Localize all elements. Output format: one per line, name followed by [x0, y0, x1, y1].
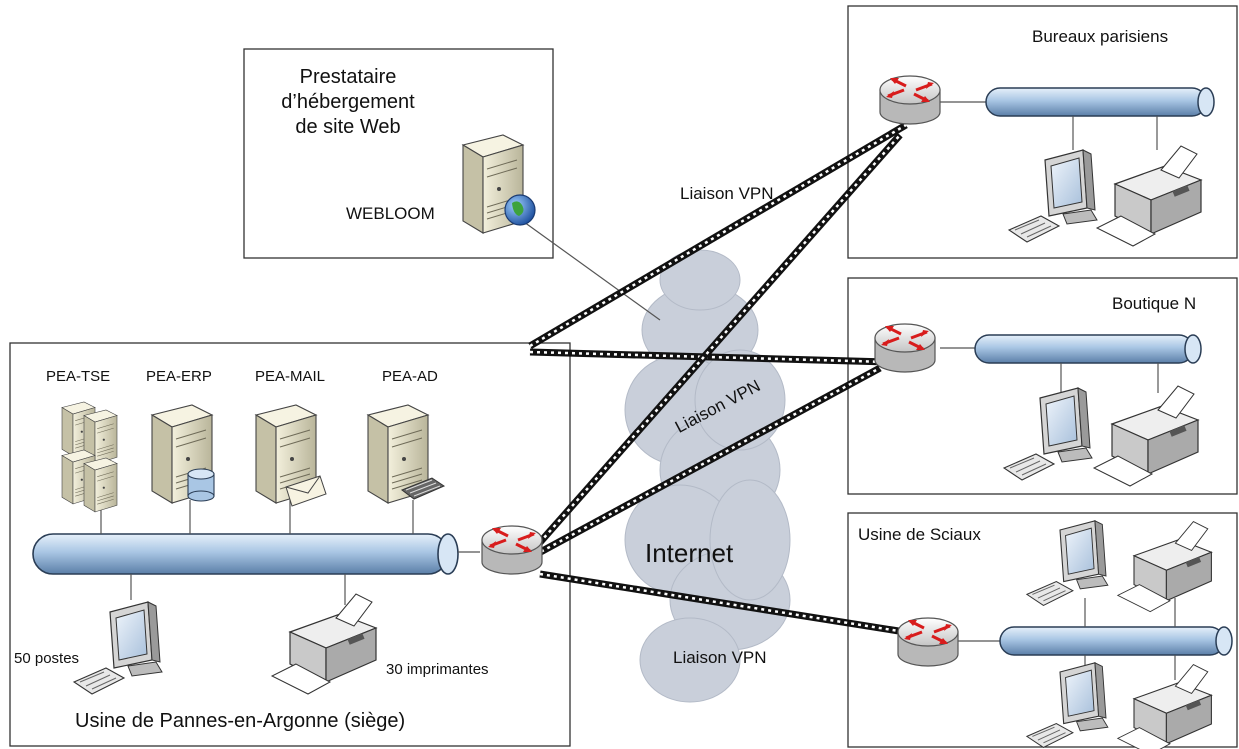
web-host-link — [523, 221, 661, 321]
hosting-provider-line-3: de site Web — [295, 116, 401, 138]
router-icon — [873, 322, 937, 374]
hq-bus — [32, 533, 459, 575]
server-label-erp: PEA-ERP — [146, 368, 212, 385]
hq-site-label: Usine de Pannes-en-Argonne (siège) — [75, 710, 406, 732]
boutique-bus — [974, 334, 1202, 364]
hosting-provider-line-2: d’hébergement — [281, 91, 415, 113]
router-icon — [878, 74, 942, 126]
vpn-label-paris: Liaison VPN — [680, 184, 774, 203]
hosting-provider-label: Prestataire d’hébergement de site Web — [258, 65, 438, 140]
hosting-provider-line-1: Prestataire — [299, 66, 397, 88]
vpn-links — [528, 121, 908, 636]
server-label-mail: PEA-MAIL — [255, 368, 326, 385]
webloom-label: WEBLOOM — [346, 204, 435, 223]
server-label-tse: PEA-TSE — [46, 368, 111, 385]
router-icon — [896, 616, 960, 668]
database-icon — [187, 468, 215, 502]
router-icon — [480, 524, 544, 576]
printers-label: 30 imprimantes — [386, 661, 489, 678]
internet-cloud-icon — [624, 249, 791, 703]
pea-tse-server-icon — [61, 401, 118, 513]
mail-icon — [285, 475, 327, 507]
internet-label: Internet — [645, 538, 734, 568]
boutique-site-label: Boutique N — [1112, 294, 1197, 313]
directory-icon — [400, 477, 446, 500]
server-label-ad: PEA-AD — [382, 368, 438, 385]
sciaux-bus — [999, 626, 1233, 656]
globe-icon — [504, 194, 536, 226]
workstations-label: 50 postes — [14, 650, 80, 667]
paris-bus — [985, 87, 1215, 117]
paris-site-label: Bureaux parisiens — [1032, 27, 1169, 46]
vpn-label-sciaux: Liaison VPN — [673, 648, 767, 667]
sciaux-site-label: Usine de Sciaux — [858, 525, 981, 544]
vpn-link-boutique — [529, 348, 889, 366]
